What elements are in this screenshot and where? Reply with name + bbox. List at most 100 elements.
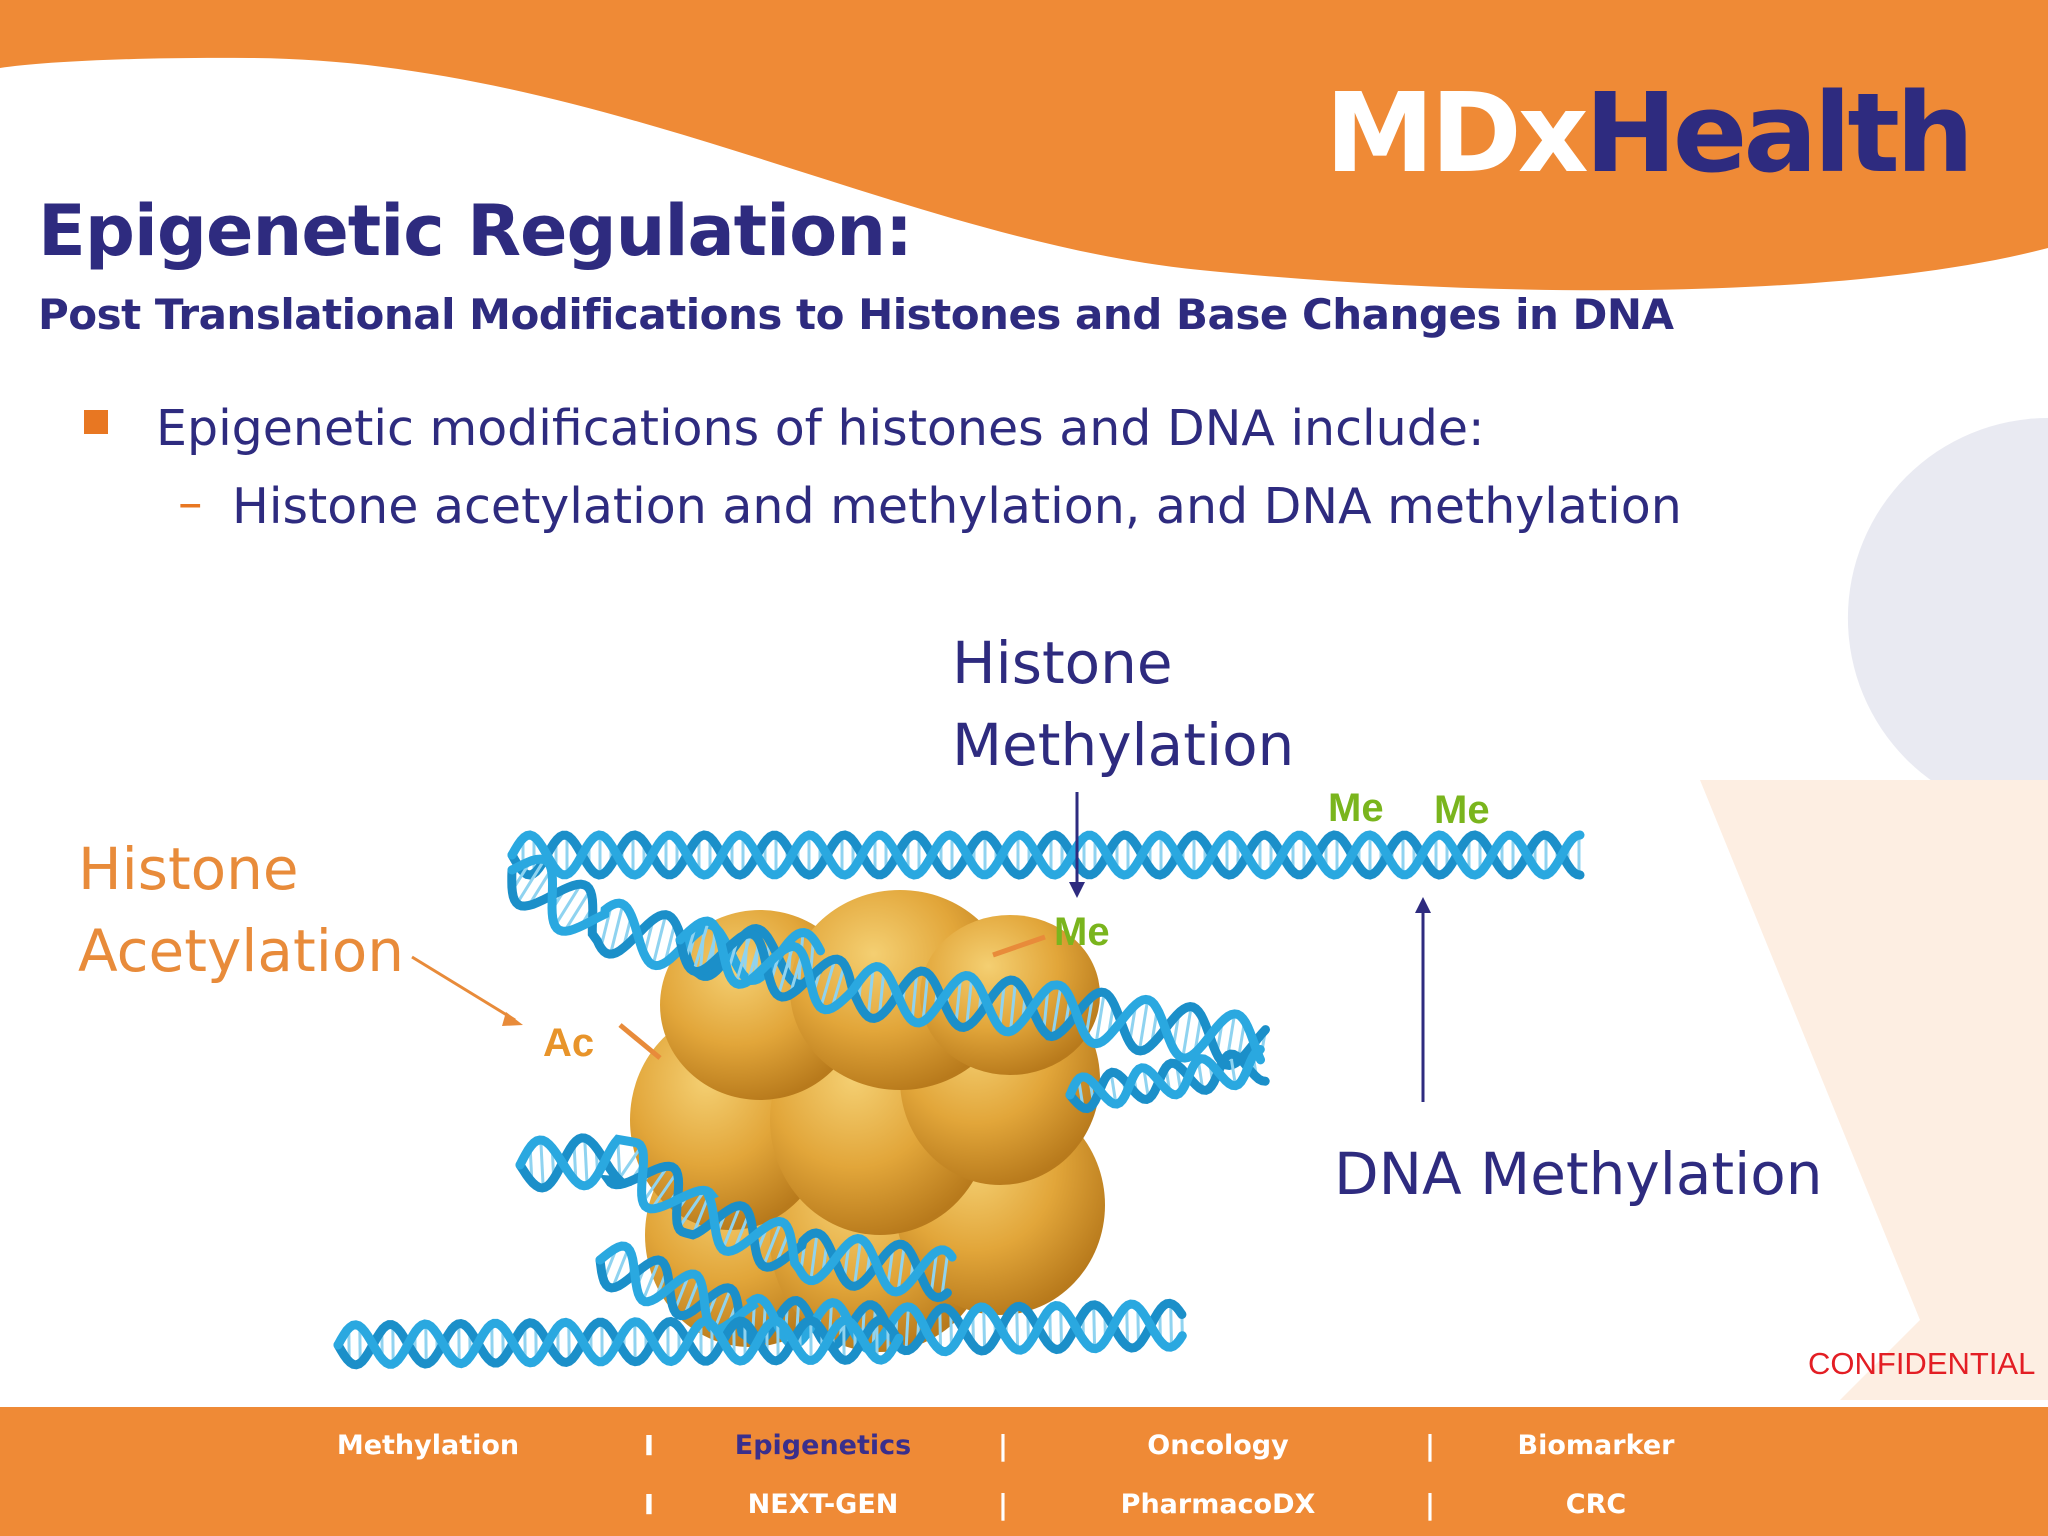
me-marker-histone: Me <box>1054 910 1110 954</box>
ac-marker-histone: Ac <box>543 1021 595 1065</box>
annotation-arrows <box>411 792 1431 1102</box>
logo-mdx-text: MDx <box>1325 69 1589 197</box>
footer-link-methylation[interactable]: Methylation <box>336 1430 520 1461</box>
dna-base-pair <box>904 1306 910 1351</box>
dash-bullet-icon: – <box>178 474 203 531</box>
dna-base-pair <box>609 903 625 955</box>
dna-base-pair <box>1042 987 1050 1032</box>
dna-base-pair <box>921 973 930 1022</box>
dna-base-pair <box>651 914 668 966</box>
footer-link-pharmacodx[interactable]: PharmacoDX <box>1120 1489 1316 1520</box>
dna-base-pair <box>515 859 546 905</box>
dna-base-pair <box>553 883 583 927</box>
footer-link-crc[interactable]: CRC <box>1565 1489 1627 1520</box>
histone-acetylation-label: Histone Acetylation <box>78 828 404 992</box>
dna-strand <box>507 830 1585 880</box>
dna-strand <box>333 1315 904 1369</box>
dna-base-pair <box>1137 999 1150 1052</box>
dna-base-pair <box>940 1251 950 1297</box>
footer-separator: | <box>1424 1488 1436 1521</box>
footer-separator: I <box>643 1488 655 1521</box>
dna-base-pair <box>776 946 795 997</box>
dna-base-pair <box>1092 1304 1097 1349</box>
dna-base-pair <box>1051 985 1063 1037</box>
sub-bullet-text: Histone acetylation and methylation, and… <box>232 478 1682 535</box>
confidential-label: CONFIDENTIAL <box>1808 1346 2036 1381</box>
decorative-peach-shape <box>1700 780 2048 1400</box>
mdxhealth-logo: MDxHealth <box>1325 78 1974 188</box>
dna-strand <box>507 830 1585 880</box>
dna-base-pair <box>1094 992 1106 1044</box>
dna-base-pair <box>641 1259 661 1302</box>
dna-strand <box>507 865 824 989</box>
bullet-text: Epigenetic modifications of histones and… <box>156 400 1485 457</box>
footer-link-oncology[interactable]: Oncology <box>1147 1430 1289 1461</box>
histone-acetylation-line2: Acetylation <box>78 917 405 985</box>
footer-link-epigenetics[interactable]: Epigenetics <box>734 1430 912 1461</box>
dna-base-pair <box>616 1139 622 1181</box>
dna-base-pair <box>1009 981 1017 1032</box>
dna-base-pair <box>583 1138 589 1186</box>
dna-base-pair <box>734 933 753 984</box>
footer-link-next-gen[interactable]: NEXT-GEN <box>747 1489 899 1520</box>
dna-base-pair <box>929 1251 939 1295</box>
dna-base-pair <box>954 977 963 1025</box>
me-marker-dna-2: Me <box>1434 788 1490 832</box>
dna-base-pair <box>539 1139 545 1188</box>
slide-title: Epigenetic Regulation: <box>38 190 913 272</box>
decorative-grey-circle <box>1847 417 2048 819</box>
dna-base-pair <box>1169 1303 1173 1348</box>
dna-base-pair <box>611 1247 630 1289</box>
dna-base-pair <box>910 972 919 1021</box>
dna-base-pair <box>830 964 847 1009</box>
dna-base-pair <box>563 889 592 933</box>
dna-base-pair <box>762 1221 783 1267</box>
dna-base-pair <box>677 1189 706 1229</box>
dna-methylation-label: DNA Methylation <box>1334 1140 1823 1208</box>
dna-double-helix <box>333 830 1585 1370</box>
dna-base-pair <box>1229 1053 1237 1086</box>
dna-base-pair <box>877 969 886 1017</box>
dna-base-pair <box>641 1165 669 1204</box>
footer-bar: Methylation I Epigenetics | Oncology | B… <box>0 1407 2048 1536</box>
dna-base-pair <box>819 958 837 1009</box>
histone-methylation-line2: Methylation <box>952 711 1295 779</box>
dna-base-pair <box>809 1232 819 1281</box>
dna-base-pair <box>965 977 974 1027</box>
dna-base-pair <box>938 1309 943 1351</box>
footer-separator: I <box>643 1429 655 1462</box>
dna-strand <box>515 1134 957 1297</box>
dna-base-pair <box>1181 1006 1193 1059</box>
logo-health-text: Health <box>1584 69 1974 197</box>
dna-strand <box>595 1241 1187 1357</box>
histone-acetylation-line1: Histone <box>78 835 299 903</box>
dna-base-pair <box>1015 1306 1020 1350</box>
dna-base-pair <box>866 967 875 1017</box>
dna-strand <box>1065 1045 1265 1109</box>
histone-methylation-label: Histone Methylation <box>952 622 1294 786</box>
histone-methylation-line1: Histone <box>952 629 1173 697</box>
footer-separator: | <box>1424 1429 1436 1462</box>
footer-separator: | <box>997 1429 1009 1462</box>
dna-base-pair <box>692 920 710 972</box>
footer-separator: | <box>997 1488 1009 1521</box>
dna-base-pair <box>599 905 613 948</box>
dna-base-pair <box>527 868 553 907</box>
dna-base-pair <box>896 1245 906 1292</box>
dna-base-pair <box>650 1171 679 1210</box>
dna-base-pair <box>721 1205 742 1250</box>
slide-subtitle: Post Translational Modifications to Hist… <box>38 290 1674 339</box>
dna-base-pair <box>852 1238 863 1287</box>
me-marker-dna-1: Me <box>1328 786 1384 830</box>
dna-base-pair <box>998 982 1006 1028</box>
dna-base-pair <box>788 953 804 996</box>
dna-base-pair <box>713 1288 733 1330</box>
dna-base-pair <box>982 1307 987 1351</box>
dna-strand <box>675 916 1265 1065</box>
dna-base-pair <box>1059 1306 1063 1349</box>
dna-base-pair <box>691 1195 710 1236</box>
footer-link-biomarker[interactable]: Biomarker <box>1517 1430 1675 1461</box>
header-orange-swoosh <box>0 0 2048 291</box>
